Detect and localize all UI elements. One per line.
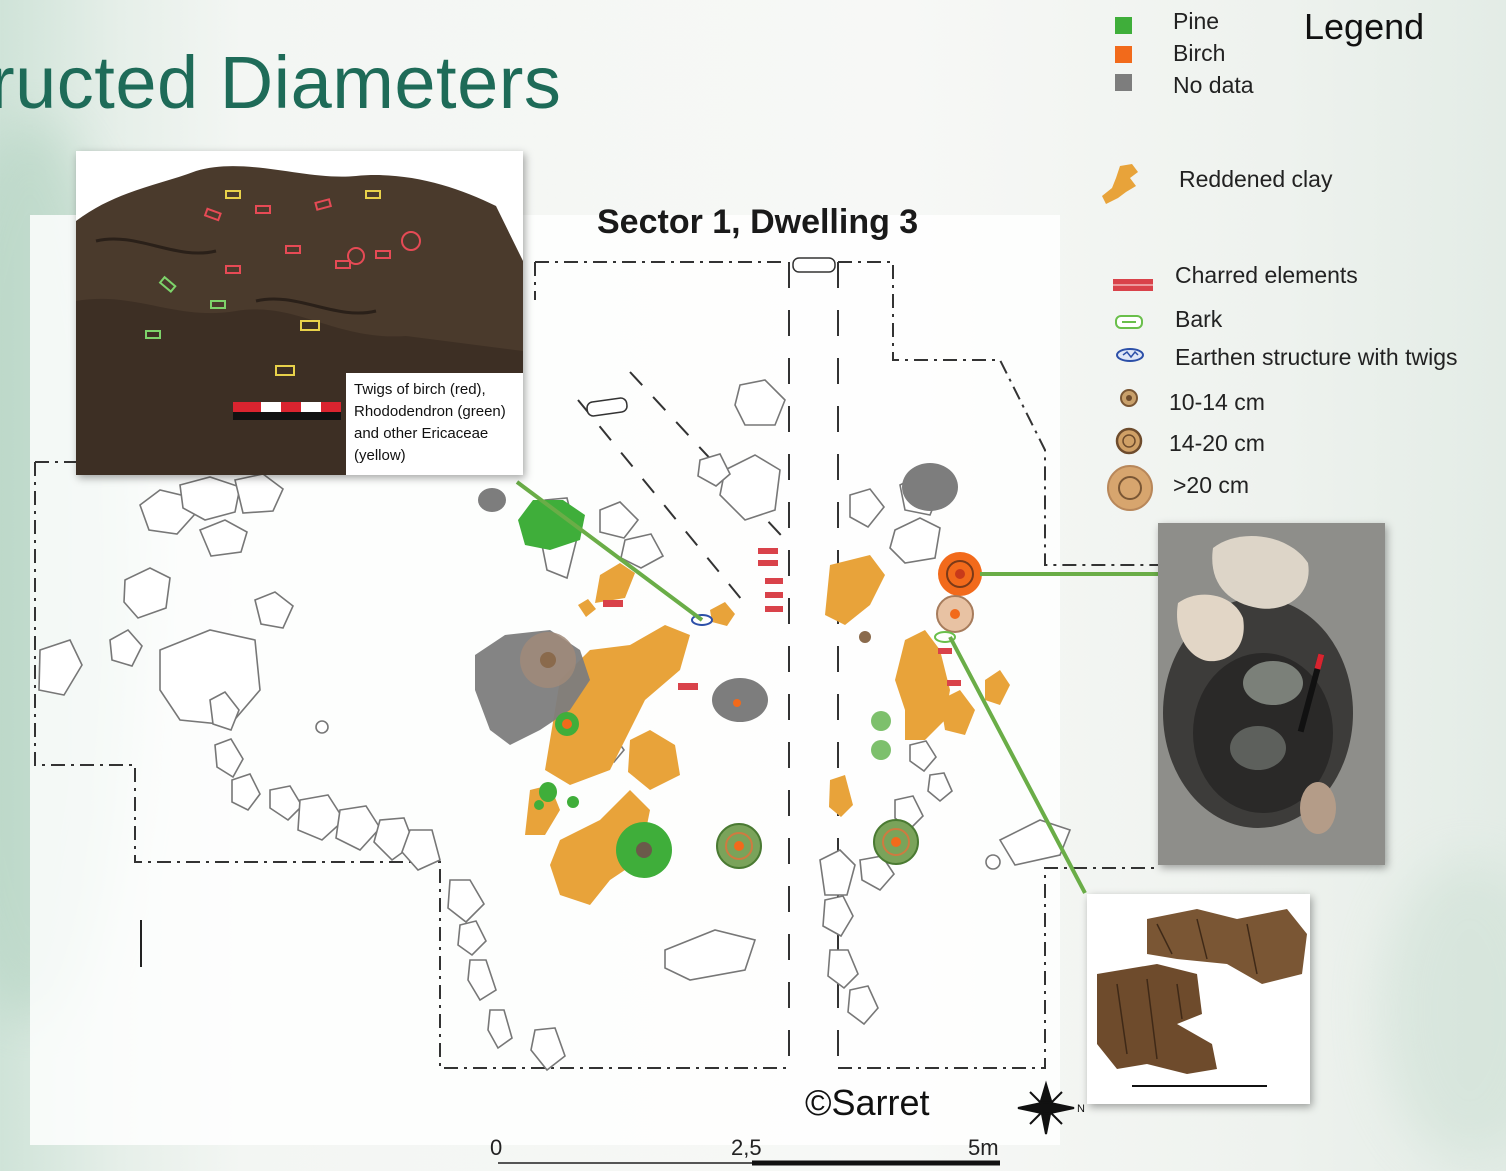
legend-title: Legend (1304, 6, 1425, 47)
clay-icon (1102, 164, 1138, 204)
legend-item-charred-elements: Charred elements (1175, 262, 1358, 288)
legend-item-over-20cm: >20 cm (1173, 472, 1250, 498)
photo-scale-ruler (233, 402, 341, 420)
no-data-swatch (1115, 74, 1132, 91)
soil-photo-caption: Twigs of birch (red), Rhododendron (gree… (346, 373, 523, 475)
charred-elements (603, 548, 961, 690)
twigs-soil-photo: Twigs of birch (red), Rhododendron (gree… (76, 151, 523, 475)
post-holes (520, 552, 982, 878)
legend-item-reddened-clay: Reddened clay (1179, 166, 1333, 192)
scale-label-end: 5m (968, 1135, 999, 1160)
charred-icon (1113, 279, 1153, 291)
legend-item-no-data: No data (1173, 72, 1254, 98)
pine-swatch (1115, 17, 1132, 34)
svg-text:N: N (1077, 1103, 1085, 1115)
copyright-label: ©Sarret (805, 1082, 930, 1123)
map-title: Sector 1, Dwelling 3 (597, 203, 919, 241)
pine-areas (518, 500, 585, 810)
photo-connectors (515, 480, 1160, 894)
scale-label-mid: 2,5 (731, 1135, 762, 1160)
twigs-icon (1116, 348, 1144, 362)
scale-label-zero: 0 (490, 1135, 503, 1160)
reddened-clay-areas (525, 555, 1010, 905)
legend-item-pine: Pine (1173, 8, 1220, 34)
bark-fragment-photo (1087, 894, 1310, 1104)
north-arrow: N (1017, 1080, 1085, 1135)
legend-item-bark: Bark (1175, 306, 1223, 332)
legend-item-14-20cm: 14-20 cm (1169, 430, 1265, 456)
bark-icon (1115, 315, 1143, 329)
bark-photo-image (1087, 894, 1310, 1104)
trench-tag (586, 397, 628, 417)
pit-photo-image (1158, 523, 1385, 865)
trench-tag (792, 257, 836, 273)
slide-title: ructed Diameters (0, 41, 562, 124)
ring-medium-icon (1115, 427, 1143, 455)
ring-large-icon (1107, 465, 1153, 511)
post-hole-pit-photo (1158, 523, 1385, 865)
legend-item-10-14cm: 10-14 cm (1169, 389, 1265, 415)
ring-small-icon (1120, 389, 1138, 407)
legend-item-birch: Birch (1173, 40, 1226, 66)
trench-lines (788, 262, 839, 1068)
excavation-boundary (34, 261, 1160, 1069)
birch-swatch (1115, 46, 1132, 63)
legend-item-earthen-structure: Earthen structure with twigs (1175, 344, 1458, 370)
stone-outlines (38, 379, 1072, 1072)
